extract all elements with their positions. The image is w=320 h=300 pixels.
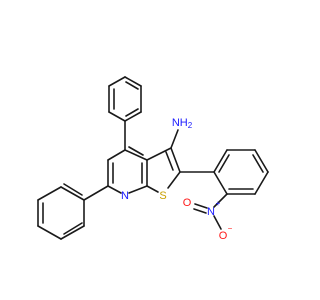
nitro-o-single-charge: − [228, 224, 233, 233]
bond [124, 149, 148, 161]
bond [60, 225, 85, 240]
bonds [37, 76, 269, 240]
atom-labels: NH2 N S N + O − O [121, 117, 233, 242]
bond [125, 81, 139, 90]
bond [37, 225, 62, 240]
nitro-o-double-text: O [183, 197, 192, 209]
bond [213, 215, 222, 230]
bond [107, 185, 122, 194]
nitro-o-double-label: O [183, 197, 192, 209]
bond [108, 111, 126, 122]
bond [170, 129, 179, 149]
bond [83, 185, 109, 201]
nitro-n-text: N [207, 206, 215, 218]
bond [165, 151, 174, 171]
pyridine-n-label: N [121, 190, 129, 202]
bond [252, 154, 264, 173]
nitro-o-single-label: O − [219, 224, 233, 242]
bond [213, 171, 228, 195]
bond [213, 193, 228, 208]
bond [63, 222, 83, 235]
bond [218, 154, 230, 173]
bond [128, 185, 148, 194]
nitro-n-charge: + [216, 199, 221, 208]
bond [124, 111, 142, 122]
bond [128, 146, 144, 156]
bond [193, 208, 207, 214]
bond [146, 147, 172, 161]
bond [146, 185, 159, 193]
sulfur-text: S [159, 190, 166, 202]
sulfur-label: S [159, 190, 166, 202]
pyridine-n-text: N [121, 190, 129, 202]
bond [213, 149, 228, 173]
bond [60, 186, 85, 201]
bond [254, 171, 269, 195]
amine-text: NH2 [172, 117, 193, 130]
bond [63, 183, 83, 196]
bond [124, 76, 142, 87]
bond [170, 147, 181, 173]
bond [108, 76, 126, 87]
bond [37, 186, 62, 201]
molecule-diagram: NH2 N S N + O − O [37, 76, 269, 242]
bond [194, 203, 208, 209]
bond [167, 171, 181, 189]
bond [125, 108, 139, 117]
bond [107, 149, 126, 161]
structure-canvas: NH2 N S N + O − O [37, 76, 269, 242]
amine-label: NH2 [172, 117, 193, 130]
bond [254, 149, 269, 173]
nitro-n-label: N + [207, 199, 221, 218]
nitro-o-single-text: O [219, 230, 228, 242]
